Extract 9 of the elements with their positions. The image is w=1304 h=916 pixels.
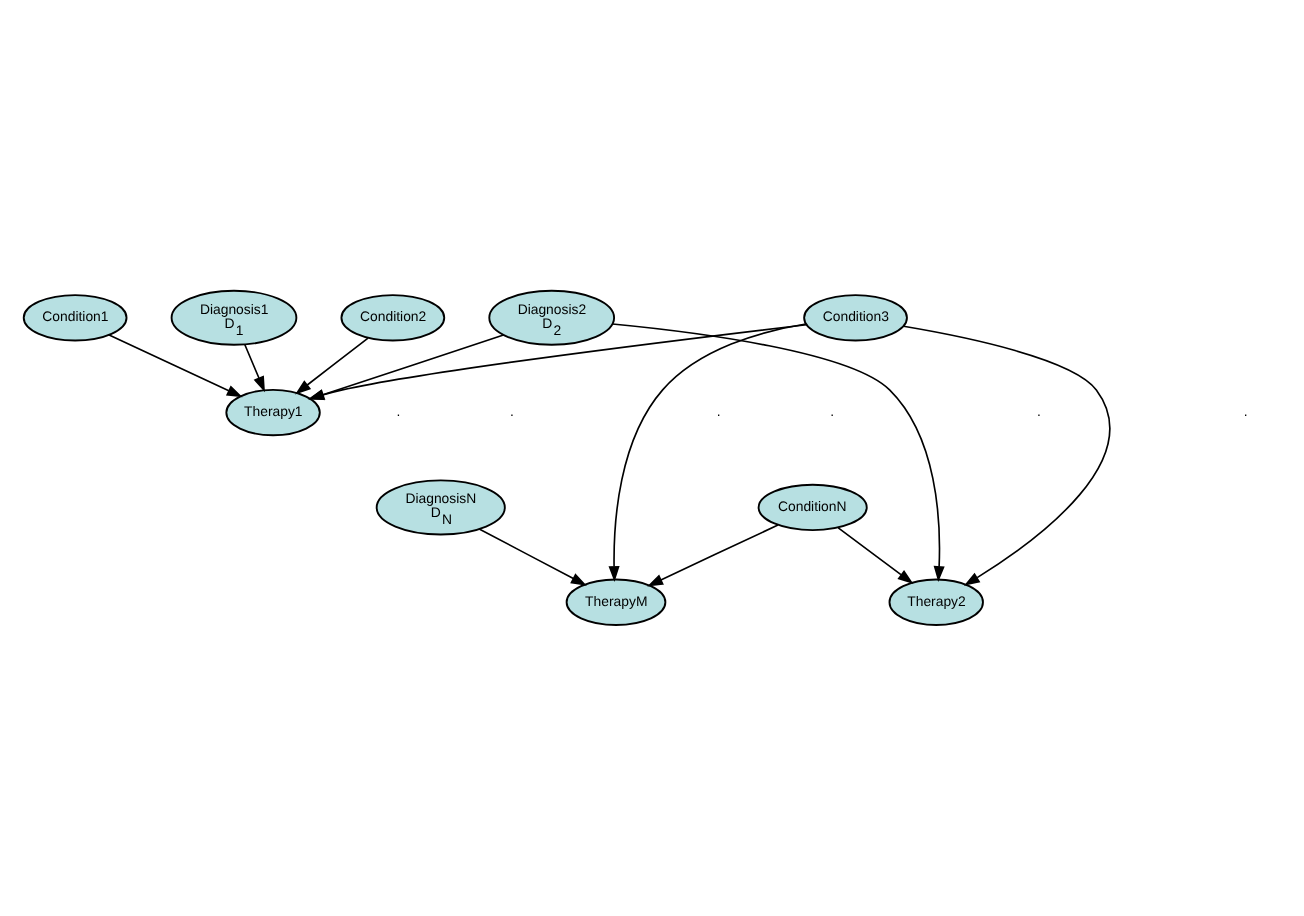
arrow xyxy=(647,524,779,587)
arrow xyxy=(478,528,587,586)
arrow xyxy=(608,323,807,582)
arrow xyxy=(902,325,1111,586)
arrow xyxy=(108,334,243,398)
arrow xyxy=(611,323,945,582)
arrow xyxy=(837,527,914,584)
arrow xyxy=(243,343,265,393)
arrow xyxy=(295,337,369,395)
